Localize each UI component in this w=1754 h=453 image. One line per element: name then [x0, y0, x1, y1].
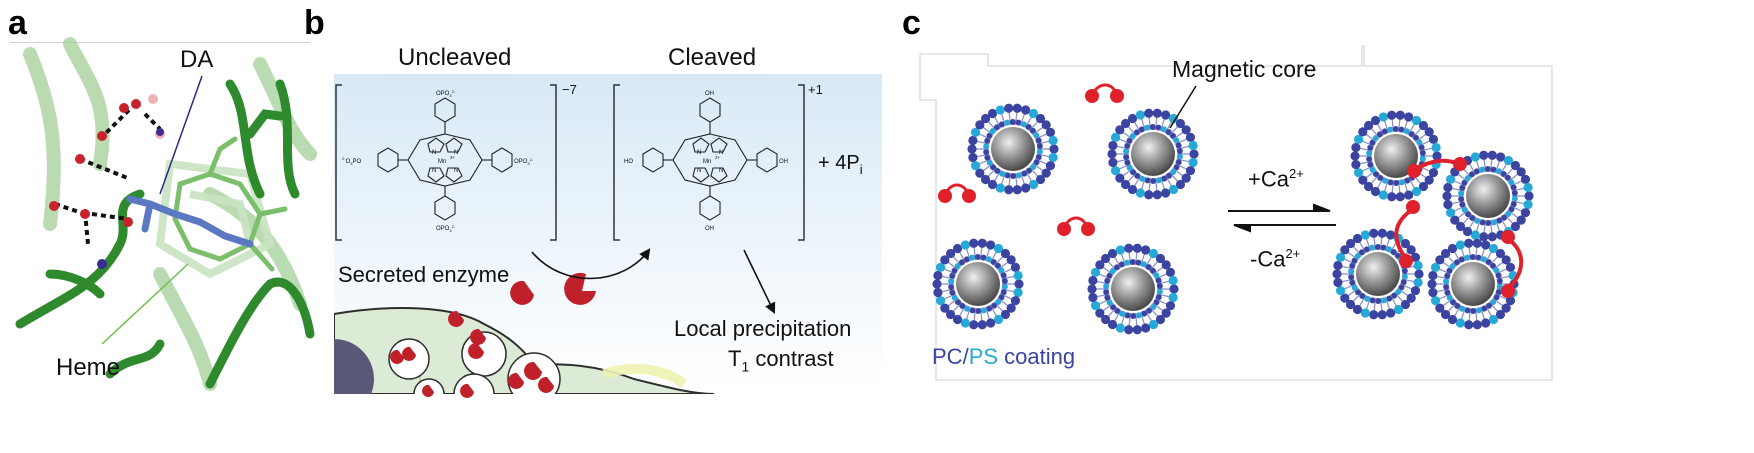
enzyme-pacman: [468, 342, 484, 359]
enzyme-pacman: [422, 384, 434, 397]
protein-structure-illustration: [15, 37, 317, 391]
opo3-top-uncleaved: OPO32-: [436, 89, 456, 98]
magnetic-core: [1356, 252, 1400, 296]
uncleaved-porphyrin: Mn 3+ N N N N OPO32- OPO32- OPO32- 2-O3P…: [342, 89, 534, 233]
enzyme-pacman: [402, 346, 416, 361]
lipid-coated-nanoparticle: [1427, 238, 1519, 330]
panel-b-letter: b: [304, 4, 325, 42]
uncleaved-label: Uncleaved: [398, 44, 512, 71]
oh-right-cleaved: OH: [779, 159, 788, 165]
enzyme-pacman: [524, 361, 542, 380]
o3po-left-uncleaved: 2-O3PO: [342, 156, 361, 166]
enzyme-pacman: [508, 372, 524, 389]
cleavage-arrows: [531, 248, 776, 315]
oh-top-cleaved: OH: [705, 91, 714, 97]
panel-a-divider: [10, 42, 310, 43]
magnetic-core: [1451, 262, 1495, 306]
enzyme-pacmen: [390, 272, 596, 398]
nanoparticle-scene: [932, 83, 1534, 335]
cleaved-label: Cleaved: [668, 44, 757, 71]
structure-brackets: [335, 84, 805, 241]
n-bl-uncleaved: N: [432, 168, 436, 174]
da-label: DA: [180, 46, 214, 73]
t1-contrast-label: T1 contrast: [728, 346, 834, 375]
charge-uncleaved: −7: [562, 82, 577, 97]
plus-ca-label: +Ca2+: [1248, 166, 1304, 192]
magnetic-core: [1111, 267, 1155, 311]
oh-bottom-cleaved: OH: [705, 226, 714, 232]
n-tl-uncleaved: N: [432, 150, 436, 156]
n-br-uncleaved: N: [454, 168, 458, 174]
ho-left-cleaved: HO: [624, 159, 633, 165]
plus-pi-label: + 4Pi: [818, 152, 863, 177]
magnetic-core: [1374, 134, 1418, 178]
lipid-coated-nanoparticle: [1350, 110, 1442, 202]
opo3-bottom-uncleaved: OPO32-: [436, 224, 456, 233]
enzyme-pacman: [390, 349, 404, 364]
magnetic-core: [956, 262, 1000, 306]
opo3-right-uncleaved: OPO32-: [514, 157, 534, 166]
mn-text-uncleaved: Mn: [438, 159, 446, 165]
enzyme-pacman: [448, 310, 464, 327]
panel-c-letter: c: [902, 4, 921, 42]
cleavage-arrow: [531, 248, 651, 280]
cleaved-porphyrin: Mn 3+ N N N N OH OH OH HO: [624, 91, 788, 232]
lipid-coated-nanoparticle: [967, 103, 1059, 195]
local-precipitation-label: Local precipitation: [674, 316, 852, 341]
panel-c-frame: [919, 45, 1553, 381]
n-tr-uncleaved: N: [454, 150, 458, 156]
coating-label: PC/PS coating: [932, 344, 1076, 369]
n-tl-cleaved: N: [697, 150, 701, 156]
minus-ca-label: -Ca2+: [1250, 246, 1301, 272]
lipid-coated-nanoparticle: [1442, 150, 1534, 242]
enzyme-pacman: [460, 383, 474, 398]
mn-sup-cleaved: 3+: [715, 155, 721, 160]
n-bl-cleaved: N: [697, 168, 701, 174]
mn-sup-uncleaved: 3+: [450, 155, 456, 160]
enzyme-pacman: [470, 328, 486, 345]
precipitation-arrow: [743, 249, 776, 315]
magnetic-core: [1131, 132, 1175, 176]
magnetic-core: [1466, 174, 1510, 218]
enzyme-pacman: [538, 376, 554, 393]
n-tr-cleaved: N: [719, 150, 723, 156]
n-br-cleaved: N: [719, 168, 723, 174]
panel-a-letter: a: [8, 4, 27, 42]
lipid-coated-nanoparticle: [1332, 228, 1424, 320]
lipid-coated-nanoparticle: [932, 238, 1024, 330]
secreted-enzyme-label: Secreted enzyme: [338, 262, 510, 287]
mn-text-cleaved: Mn: [703, 159, 711, 165]
magnetic-core: [991, 127, 1035, 171]
lipid-coated-nanoparticle: [1087, 243, 1179, 335]
charge-cleaved: +1: [808, 82, 823, 97]
heme-label: Heme: [56, 354, 121, 381]
enzyme-pacman-released: [564, 272, 596, 305]
lipid-coated-nanoparticle: [1107, 108, 1199, 200]
magnetic-core-label: Magnetic core: [1172, 56, 1317, 82]
enzyme-large-pacman: [510, 280, 534, 305]
